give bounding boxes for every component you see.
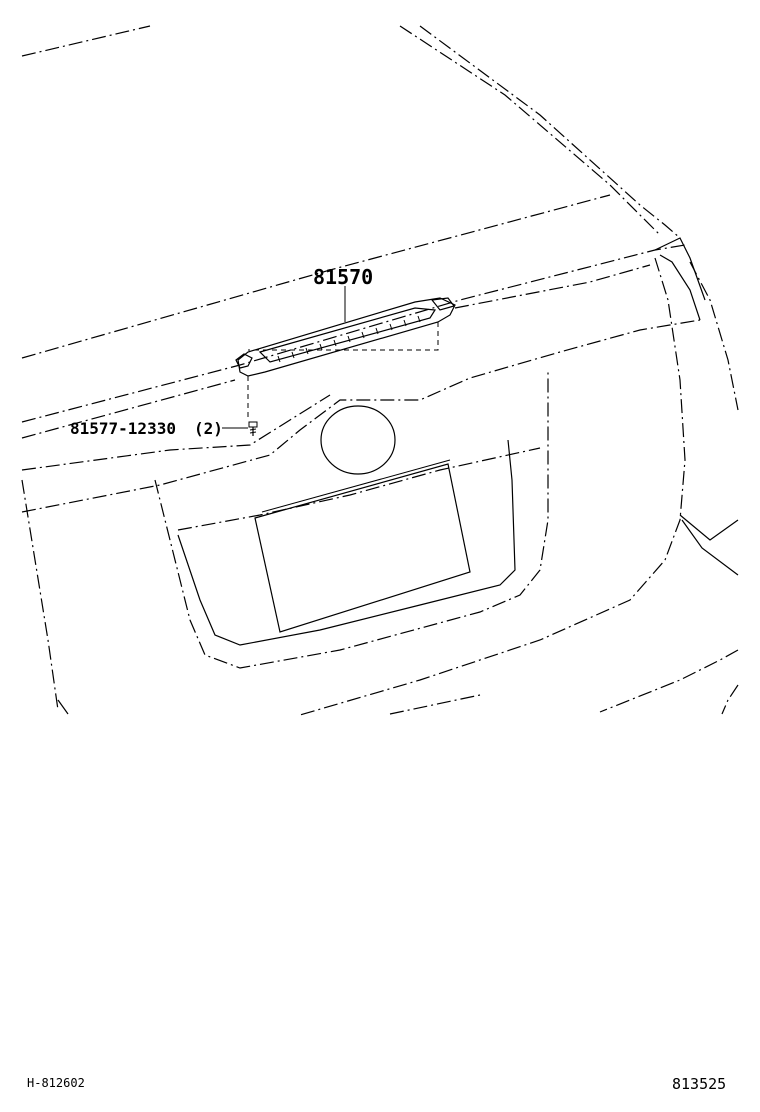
- screw-81577-12330: [222, 421, 258, 436]
- callout-screw-qty: (2): [194, 419, 223, 438]
- callout-stop-lamp: 81570: [313, 265, 373, 289]
- diagram-code-right: 813525: [672, 1075, 726, 1093]
- callout-screw: 81577-12330: [70, 419, 176, 438]
- diagram-code-left: H-812602: [27, 1076, 85, 1090]
- stop-lamp-81570: [235, 286, 456, 420]
- vehicle-body-outline: [21, 25, 739, 716]
